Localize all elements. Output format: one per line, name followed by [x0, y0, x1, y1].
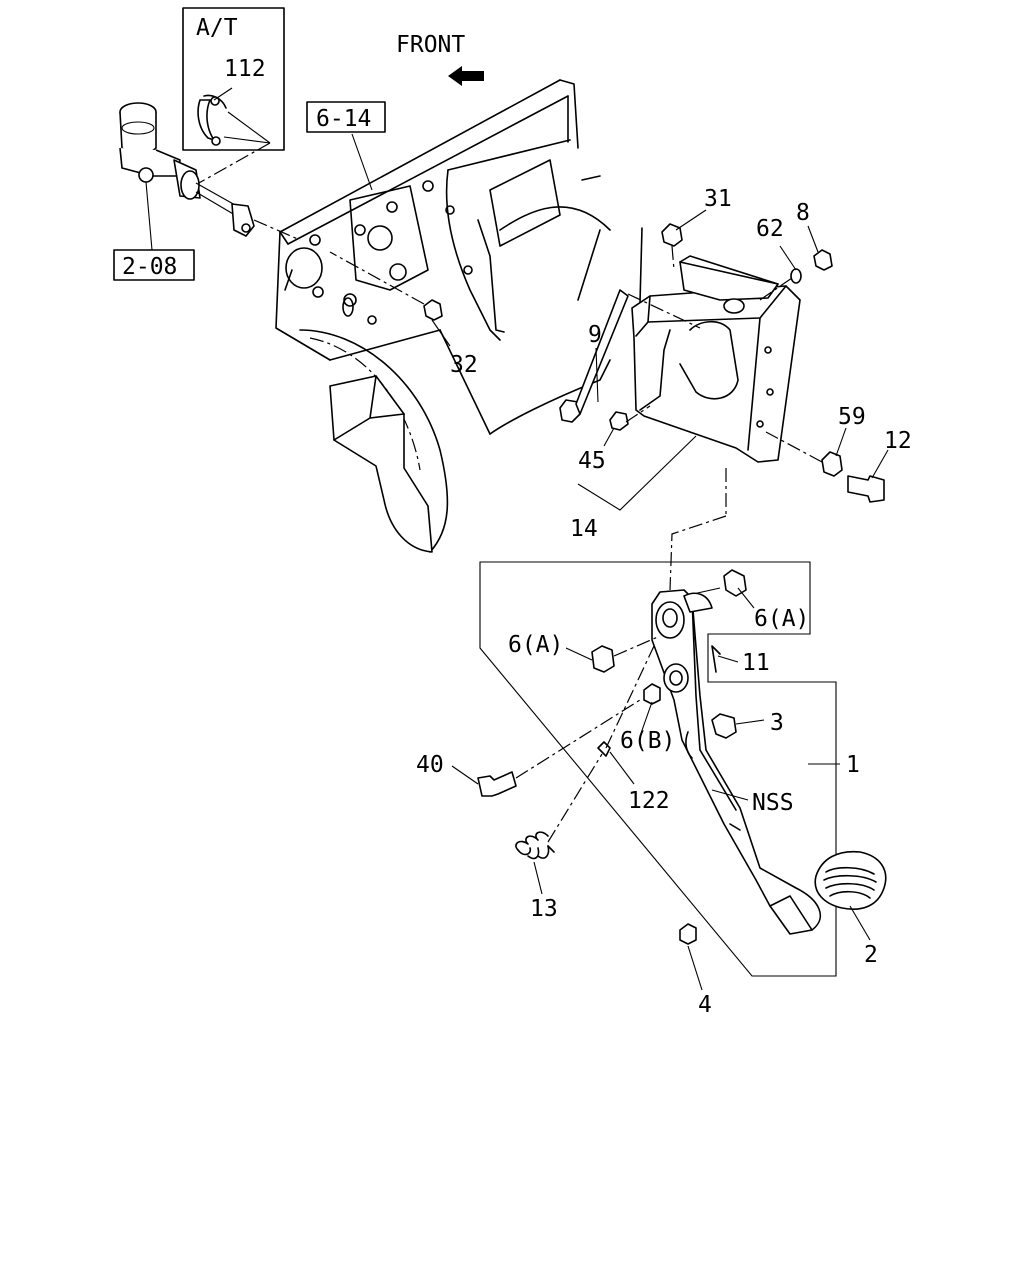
label-6a-left: 6(A) [508, 632, 563, 658]
bolt-40 [477, 771, 517, 797]
label-2: 2 [864, 942, 878, 968]
nut-4 [679, 923, 697, 945]
ref-box-6-14 [306, 101, 386, 133]
spring-13 [515, 753, 603, 860]
front-arrow-icon [448, 66, 484, 86]
label-6-14: 6-14 [316, 106, 371, 132]
label-62: 62 [756, 216, 784, 242]
label-13: 13 [530, 896, 558, 922]
label-2-08: 2-08 [122, 254, 177, 280]
at-inset [182, 7, 285, 151]
nut-45 [609, 411, 629, 431]
label-40: 40 [416, 752, 444, 778]
ref-box-2-08 [113, 249, 195, 281]
pedal-assembly-outline [479, 561, 837, 977]
clip-11 [711, 645, 721, 673]
pedal-bracket [631, 227, 801, 463]
label-8: 8 [796, 200, 810, 226]
label-45: 45 [578, 448, 606, 474]
label-32: 32 [450, 352, 478, 378]
pedal-pad-2 [814, 850, 887, 910]
label-3: 3 [770, 710, 784, 736]
nut-59 [821, 451, 843, 477]
firewall-panel [275, 79, 611, 553]
label-nss: NSS [752, 790, 794, 816]
master-cylinder [119, 102, 301, 241]
label-31: 31 [704, 186, 732, 212]
label-at: A/T [196, 15, 238, 41]
label-112: 112 [224, 56, 266, 82]
pedal-arm [651, 589, 822, 935]
label-6b: 6(B) [620, 728, 675, 754]
label-6a-right: 6(A) [754, 606, 809, 632]
washer-62 [790, 268, 802, 284]
bushing-6b [643, 683, 661, 705]
nut-8 [813, 249, 833, 271]
label-122: 122 [628, 788, 670, 814]
bushing-6a-left [591, 645, 615, 673]
label-12: 12 [884, 428, 912, 454]
bolt-9 [559, 289, 701, 423]
label-4: 4 [698, 992, 712, 1018]
nut-31 [661, 223, 683, 247]
bushing-6a-right [723, 569, 747, 597]
label-9: 9 [588, 322, 602, 348]
label-59: 59 [838, 404, 866, 430]
label-1: 1 [846, 752, 860, 778]
nut-32 [423, 299, 443, 321]
label-11: 11 [742, 650, 770, 676]
label-front: FRONT [396, 32, 465, 58]
label-14: 14 [570, 516, 598, 542]
bolt-12 [847, 475, 885, 503]
stopper-3 [711, 713, 737, 739]
